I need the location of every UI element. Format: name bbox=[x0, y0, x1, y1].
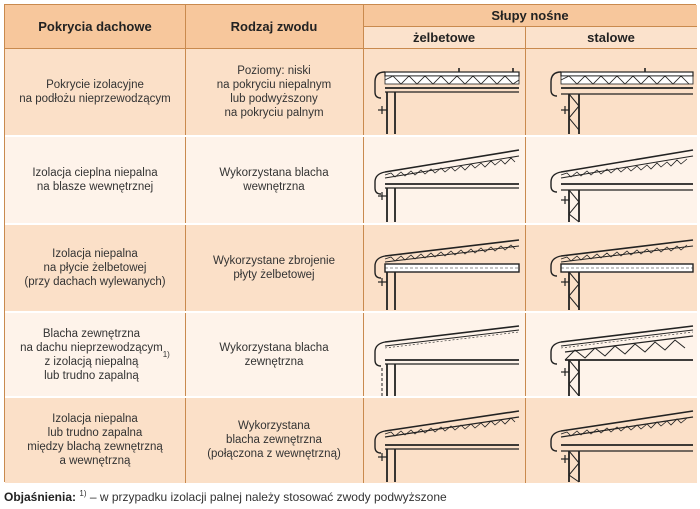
grid-line bbox=[363, 5, 364, 483]
row-3-steel-diagram bbox=[525, 224, 697, 312]
footnote: Objaśnienia: 1) – w przypadku izolacji p… bbox=[4, 489, 447, 504]
row-2-steel-diagram bbox=[525, 136, 697, 224]
footnote-label: Objaśnienia: bbox=[4, 490, 77, 504]
row-3-covering: Izolacja niepalna na płycie żelbetowej (… bbox=[5, 224, 185, 312]
row-separator bbox=[5, 396, 697, 398]
grid-line bbox=[525, 26, 526, 483]
footnote-text: – w przypadku izolacji palnej należy sto… bbox=[86, 490, 447, 504]
row-5-steel-diagram bbox=[525, 397, 697, 483]
row-4-covering-text: Blacha zewnętrzna na dachu nieprzewodząc… bbox=[20, 327, 163, 382]
row-4-conductor: Wykorzystana blacha zewnętrzna bbox=[185, 312, 363, 397]
header-steel: stalowe bbox=[525, 26, 697, 48]
row-2-covering: Izolacja cieplna niepalna na blasze wewn… bbox=[5, 136, 185, 224]
grid-line bbox=[5, 48, 697, 49]
row-4-footnote-mark: 1) bbox=[162, 349, 170, 359]
row-4-concrete-diagram bbox=[363, 312, 525, 397]
header-roof-covering: Pokrycia dachowe bbox=[5, 5, 185, 48]
row-1-steel-diagram bbox=[525, 48, 697, 136]
row-5-conductor: Wykorzystana blacha zewnętrzna (połączon… bbox=[185, 397, 363, 483]
row-3-concrete-diagram bbox=[363, 224, 525, 312]
grid-line bbox=[185, 5, 186, 483]
header-load-bearing-columns: Słupy nośne bbox=[363, 5, 697, 26]
row-5-concrete-diagram bbox=[363, 397, 525, 483]
grid-line bbox=[363, 26, 697, 27]
row-1-covering: Pokrycie izolacyjne na podłożu nieprzewo… bbox=[5, 48, 185, 136]
row-separator bbox=[5, 135, 697, 137]
row-2-concrete-diagram bbox=[363, 136, 525, 224]
row-separator bbox=[5, 311, 697, 313]
row-separator bbox=[5, 223, 697, 225]
row-4-covering: Blacha zewnętrzna na dachu nieprzewodząc… bbox=[5, 312, 185, 397]
header-reinforced-concrete: żelbetowe bbox=[363, 26, 525, 48]
row-3-conductor: Wykorzystane zbrojenie płyty żelbetowej bbox=[185, 224, 363, 312]
row-2-conductor: Wykorzystana blacha wewnętrzna bbox=[185, 136, 363, 224]
row-1-conductor: Poziomy: niski na pokryciu niepalnym lub… bbox=[185, 48, 363, 136]
lightning-protection-table: Pokrycia dachowe Rodzaj zwodu Słupy nośn… bbox=[4, 4, 697, 483]
row-4-steel-diagram bbox=[525, 312, 697, 397]
row-1-concrete-diagram bbox=[363, 48, 525, 136]
row-5-covering: Izolacja niepalna lub trudno zapalna mię… bbox=[5, 397, 185, 483]
footnote-mark: 1) bbox=[79, 489, 87, 498]
header-conductor-type: Rodzaj zwodu bbox=[185, 5, 363, 48]
